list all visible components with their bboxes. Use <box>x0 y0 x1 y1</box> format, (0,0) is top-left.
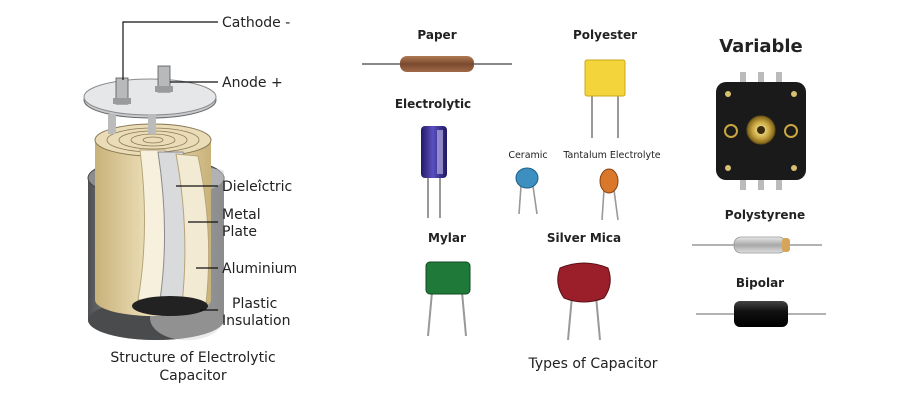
label-aluminium: Aluminium <box>222 261 297 277</box>
label-variable: Variable <box>719 36 803 57</box>
label-cathode: Cathode - <box>222 15 290 31</box>
mylar-capacitor <box>425 261 471 337</box>
structure-caption-line1: Structure of Electrolytic <box>110 350 275 366</box>
leader-lines <box>122 21 218 311</box>
bipolar-capacitor <box>696 301 826 327</box>
label-silver-mica: Silver Mica <box>547 231 621 245</box>
cathode-terminal <box>113 77 131 105</box>
capacitor-types: Paper Polyester Variable <box>362 28 826 372</box>
label-mylar: Mylar <box>428 231 466 245</box>
polystyrene-capacitor <box>692 236 822 254</box>
electrolytic-capacitor <box>421 126 447 218</box>
top-lid <box>83 78 217 134</box>
label-anode: Anode + <box>222 75 283 91</box>
silver-mica-capacitor <box>557 262 611 341</box>
label-paper: Paper <box>417 28 456 42</box>
ceramic-capacitor <box>515 167 539 215</box>
structure-caption-line2: Capacitor <box>159 368 226 384</box>
label-electrolytic: Electrolytic <box>395 97 471 111</box>
label-metal-plate-line2: Plate <box>222 224 257 240</box>
label-tantalum: Tantalum Electrolyte <box>562 150 660 161</box>
label-metal-plate-line1: Metal <box>222 207 261 223</box>
tantalum-capacitor <box>599 168 619 221</box>
label-dielectric: Dieleîctric <box>222 179 292 195</box>
label-polyester: Polyester <box>573 28 637 42</box>
electrolytic-structure: Cathode - Anode + Dieleîctric Metal Plat… <box>83 15 297 384</box>
label-plastic-line2: Insulation <box>222 313 290 329</box>
polyester-capacitor <box>584 59 626 138</box>
anode-terminal <box>155 65 173 93</box>
label-ceramic: Ceramic <box>508 150 547 161</box>
paper-capacitor <box>362 56 512 72</box>
types-caption: Types of Capacitor <box>527 356 657 372</box>
label-polystyrene: Polystyrene <box>725 208 805 222</box>
label-plastic-line1: Plastic <box>232 296 277 312</box>
variable-capacitor <box>716 72 806 190</box>
label-bipolar: Bipolar <box>736 276 784 290</box>
metal-plate-layers <box>132 149 210 316</box>
